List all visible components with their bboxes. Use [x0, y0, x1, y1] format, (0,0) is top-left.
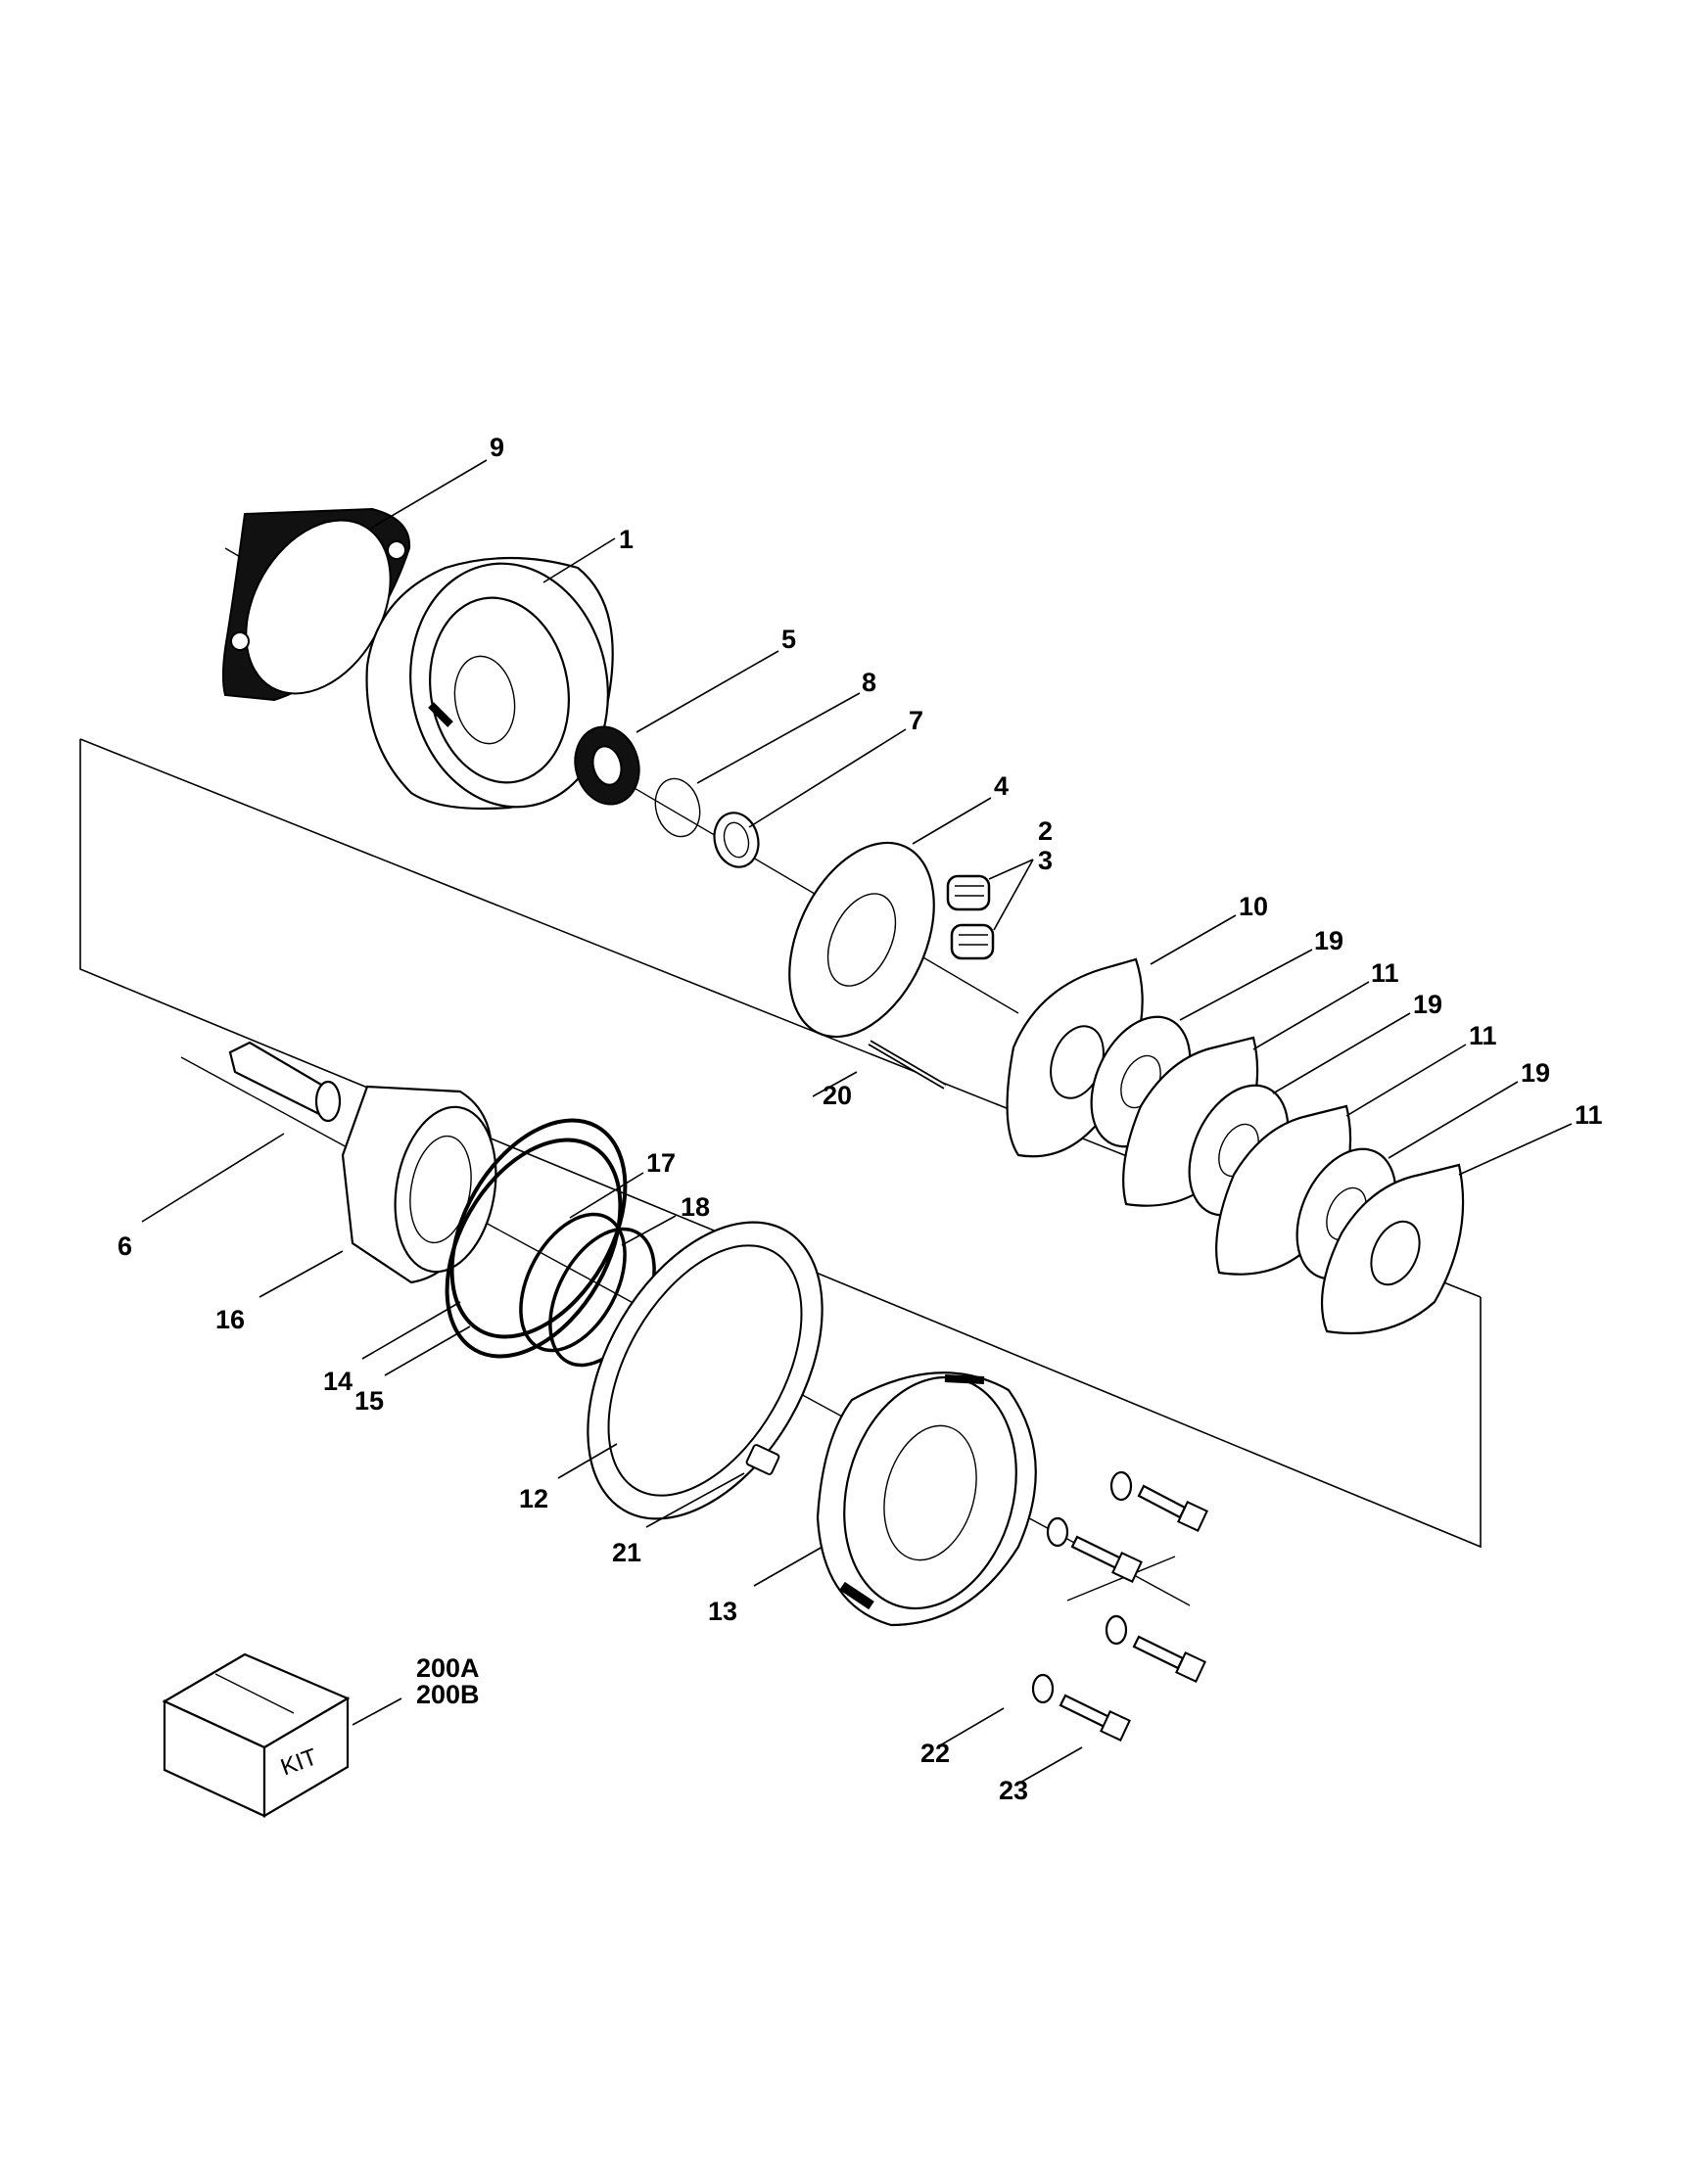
- callout-11-c: 11: [1575, 1100, 1603, 1130]
- callout-200a: 200A: [416, 1653, 480, 1683]
- plug-21: [745, 1444, 780, 1475]
- callout-12: 12: [519, 1484, 548, 1513]
- callout-1: 1: [619, 525, 634, 554]
- callout-3: 3: [1038, 846, 1053, 875]
- callout-11-b: 11: [1469, 1021, 1497, 1050]
- callout-6: 6: [118, 1231, 132, 1261]
- callout-15: 15: [354, 1386, 384, 1416]
- leader-lines: [141, 459, 1573, 1785]
- kit-box-icon: KIT: [162, 1652, 351, 1818]
- callout-7: 7: [909, 706, 923, 735]
- callout-8: 8: [862, 668, 876, 697]
- callout-21: 21: [612, 1538, 641, 1567]
- springs-2-3: [946, 874, 995, 960]
- bolt-set-1: [1109, 1470, 1208, 1532]
- bolt-set-2: [1046, 1516, 1143, 1583]
- callout-20: 20: [823, 1081, 852, 1110]
- snap-ring-8: [654, 777, 701, 838]
- callouts: 9 1 5 8 7 4 2 3 10 19 11 19 11 19 11 20 …: [118, 433, 1603, 1805]
- spring-plate-4: [788, 841, 935, 1039]
- callout-11-a: 11: [1371, 958, 1399, 988]
- callout-10: 10: [1239, 892, 1268, 921]
- callout-5: 5: [781, 625, 796, 654]
- shaft-6: [228, 1041, 342, 1123]
- callout-13: 13: [708, 1597, 737, 1626]
- piston-16: [341, 1085, 497, 1284]
- bolt-set-3: [1105, 1614, 1206, 1683]
- pin-20: [868, 1040, 947, 1090]
- bolts-22-23: [1031, 1470, 1208, 1742]
- bearing-5: [574, 725, 640, 806]
- callout-22: 22: [920, 1739, 950, 1768]
- callout-16: 16: [215, 1305, 245, 1334]
- callout-200b: 200B: [416, 1680, 480, 1709]
- gasket-12: [587, 1221, 824, 1520]
- callout-14: 14: [323, 1367, 353, 1396]
- seal-7: [713, 812, 760, 868]
- o-rings-14-15: [445, 1118, 628, 1359]
- callout-9: 9: [490, 433, 504, 462]
- callout-23: 23: [999, 1776, 1028, 1805]
- callout-19-c: 19: [1521, 1058, 1550, 1088]
- friction-disc-stack: [1090, 1015, 1465, 1335]
- end-cover-13: [816, 1371, 1037, 1627]
- housing-1: [365, 556, 614, 811]
- callout-17: 17: [646, 1148, 676, 1178]
- callout-4: 4: [994, 771, 1009, 801]
- callout-2: 2: [1038, 816, 1053, 846]
- callout-18: 18: [681, 1192, 710, 1222]
- bolt-set-4: [1031, 1673, 1131, 1742]
- callout-19-a: 19: [1314, 926, 1343, 955]
- gasket-9: [221, 507, 411, 702]
- callout-19-b: 19: [1413, 990, 1442, 1019]
